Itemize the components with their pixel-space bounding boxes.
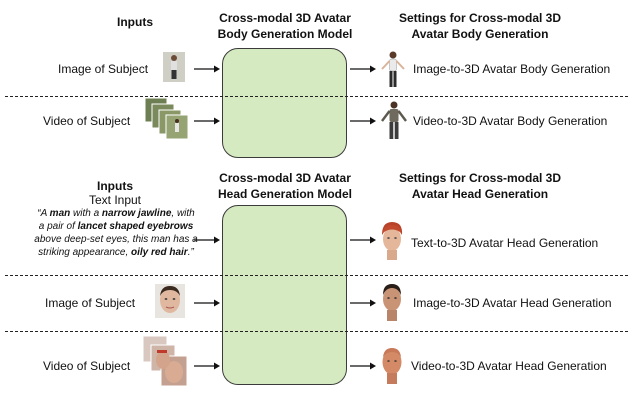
head-settings-header-line1: Settings for Cross-modal 3D xyxy=(398,171,562,185)
head-row3-output-label: Video-to-3D Avatar Head Generation xyxy=(411,359,607,373)
head-row-divider xyxy=(5,275,628,276)
arrow-icon xyxy=(350,236,376,244)
subject-photo xyxy=(163,52,185,82)
body-model-header: Cross-modal 3D Avatar Body Generation Mo… xyxy=(205,10,365,42)
arrow-icon xyxy=(350,299,376,307)
head-settings-header-line2: Avatar Head Generation xyxy=(411,187,549,201)
avatar-head xyxy=(382,348,402,384)
body-row1-input-label: Image of Subject xyxy=(58,62,149,76)
body-settings-header-line1: Settings for Cross-modal 3D xyxy=(398,11,562,25)
body-settings-header: Settings for Cross-modal 3D Avatar Body … xyxy=(385,10,575,42)
text-prompt: “A man with a narrow jawline, with a pai… xyxy=(34,208,198,258)
arrow-icon xyxy=(194,236,220,244)
body-row2-input-label: Video of Subject xyxy=(43,114,131,128)
head-model-header-line2: Head Generation Model xyxy=(217,187,353,201)
head-model-header: Cross-modal 3D Avatar Head Generation Mo… xyxy=(205,170,365,202)
body-settings-header-line2: Avatar Body Generation xyxy=(411,27,549,41)
avatar-head xyxy=(383,284,401,321)
head-model-header-line1: Cross-modal 3D Avatar xyxy=(219,171,351,185)
arrow-icon xyxy=(194,362,220,370)
body-row-divider xyxy=(5,96,628,97)
body-inputs-header: Inputs xyxy=(117,15,153,29)
body-generation-model-box xyxy=(222,48,347,158)
head-generation-model-box xyxy=(222,205,347,385)
avatar-head xyxy=(382,222,403,260)
subject-photo xyxy=(155,284,185,318)
avatar-body xyxy=(381,51,405,87)
head-row-divider xyxy=(5,331,628,332)
arrow-icon xyxy=(194,117,220,125)
arrow-icon xyxy=(350,117,376,125)
head-settings-header: Settings for Cross-modal 3D Avatar Head … xyxy=(385,170,575,202)
video-frames xyxy=(142,335,191,388)
arrow-icon xyxy=(194,65,220,73)
head-row1-output-label: Text-to-3D Avatar Head Generation xyxy=(411,236,599,250)
body-row2-output-label: Video-to-3D Avatar Body Generation xyxy=(413,114,608,128)
arrow-icon xyxy=(350,65,376,73)
arrow-icon xyxy=(350,362,376,370)
body-model-header-line2: Body Generation Model xyxy=(217,27,353,41)
body-model-header-line1: Cross-modal 3D Avatar xyxy=(219,11,351,25)
text-input-label: Text Input xyxy=(88,193,142,207)
head-row2-input-label: Image of Subject xyxy=(45,296,136,310)
head-inputs-header: Inputs xyxy=(97,179,133,193)
head-row2-output-label: Image-to-3D Avatar Head Generation xyxy=(413,296,612,310)
arrow-icon xyxy=(194,299,220,307)
head-row3-input-label: Video of Subject xyxy=(43,359,131,373)
video-frames xyxy=(144,97,190,140)
body-row1-output-label: Image-to-3D Avatar Body Generation xyxy=(413,62,611,76)
avatar-body xyxy=(381,101,407,139)
